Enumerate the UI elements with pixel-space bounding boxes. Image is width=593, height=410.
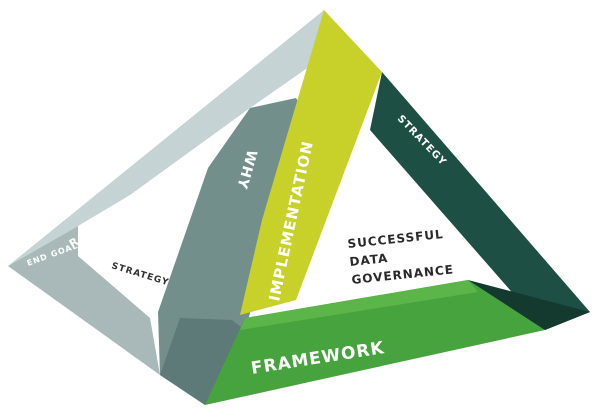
framework-band-highlight (240, 280, 478, 330)
why-band-shadow (160, 318, 245, 405)
end-goal-band (8, 226, 160, 375)
implementation-band (240, 10, 382, 315)
left-face-hole (78, 168, 208, 312)
strategy-band (370, 72, 590, 330)
inner-triangle (300, 130, 468, 300)
road-map-band (8, 10, 336, 266)
center-label-line2: DATA (349, 251, 389, 269)
